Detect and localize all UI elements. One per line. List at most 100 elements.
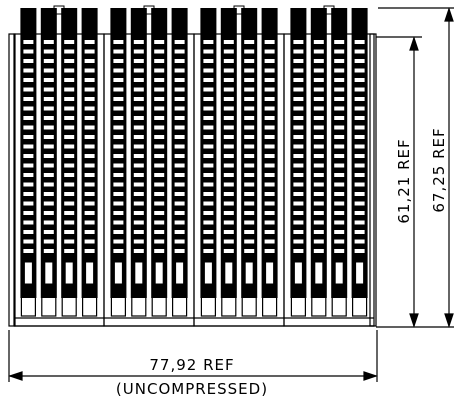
contact-rung xyxy=(154,125,165,130)
contact-rung xyxy=(334,220,345,225)
contact-rung xyxy=(334,78,345,82)
contact-rung xyxy=(293,173,304,177)
contact-rung xyxy=(354,106,365,111)
contact-rung xyxy=(203,239,214,244)
contact-rung xyxy=(334,116,345,120)
contact-rung xyxy=(23,220,34,225)
contact-rung xyxy=(43,144,54,149)
contact-rung xyxy=(43,163,54,168)
contact-rung xyxy=(113,182,124,187)
contact-rung xyxy=(174,68,185,73)
contact-rung xyxy=(133,125,144,130)
contact-rung xyxy=(354,173,365,177)
contact-rung xyxy=(113,40,124,44)
contact-rung xyxy=(23,135,34,139)
contact-rung xyxy=(223,239,234,244)
contact-rung xyxy=(174,201,185,206)
contact-rung xyxy=(113,135,124,139)
contact-rung xyxy=(203,211,214,215)
contact-pin xyxy=(262,293,278,317)
contact-rung xyxy=(84,239,95,244)
contact-rung xyxy=(313,182,324,187)
outer-height-label: 67,25 REF xyxy=(430,127,448,212)
contact-rung xyxy=(64,182,75,187)
contact-slot xyxy=(203,261,213,285)
contact-rung xyxy=(43,182,54,187)
contact-rung xyxy=(43,211,54,215)
contact-rung xyxy=(133,163,144,168)
contact-rung xyxy=(264,144,275,149)
contact-rung xyxy=(133,97,144,101)
contact-slot xyxy=(85,261,95,285)
width-dimension-label: 77,92 REF xyxy=(149,356,234,374)
contact-rung xyxy=(23,173,34,177)
contact-rung xyxy=(264,211,275,215)
contact-pin xyxy=(61,293,77,317)
contact-rung xyxy=(313,40,324,44)
contact-rung xyxy=(113,97,124,101)
contact-slot xyxy=(64,261,74,285)
contact-slot xyxy=(265,261,275,285)
contact-rung xyxy=(113,230,124,234)
contact-rung xyxy=(23,59,34,63)
contact-rung xyxy=(223,59,234,63)
contact-rung xyxy=(264,125,275,130)
contact-rung xyxy=(174,78,185,82)
contact-rung xyxy=(244,220,255,225)
contact-rung xyxy=(293,87,304,92)
contact-rung xyxy=(223,40,234,44)
contact-rung xyxy=(223,163,234,168)
contact-rung xyxy=(223,68,234,73)
contact-rung xyxy=(64,135,75,139)
contact-rung xyxy=(84,230,95,234)
housing-wall-left xyxy=(8,33,16,327)
contact-rung xyxy=(43,230,54,234)
contact-rung xyxy=(84,201,95,206)
contact-rung xyxy=(264,40,275,44)
contact-rung xyxy=(264,68,275,73)
contact-rung xyxy=(23,182,34,187)
contact-pin xyxy=(41,293,57,317)
contact-rung xyxy=(113,59,124,63)
contact-rung xyxy=(133,192,144,196)
contact-rung xyxy=(23,144,34,149)
inner-height-label: 61,21 REF xyxy=(395,138,413,223)
contact-rung xyxy=(174,97,185,101)
module-latch xyxy=(143,5,155,15)
contact-rung xyxy=(293,125,304,130)
contact-rung xyxy=(64,97,75,101)
contact-rung xyxy=(264,173,275,177)
contact-rung xyxy=(223,144,234,149)
contact-rung xyxy=(264,87,275,92)
contact-rung xyxy=(223,106,234,111)
contact-rung xyxy=(293,135,304,139)
contact-rung xyxy=(354,211,365,215)
contact-rung xyxy=(64,144,75,149)
contact-rung xyxy=(223,249,234,253)
contact-rung xyxy=(293,239,304,244)
contact-rung xyxy=(334,59,345,63)
contact-rung xyxy=(84,211,95,215)
contact-rung xyxy=(64,154,75,158)
contact-rung xyxy=(43,97,54,101)
contact-rung xyxy=(203,182,214,187)
contact-rung xyxy=(64,68,75,73)
contact-rung xyxy=(43,192,54,196)
contact-rung xyxy=(23,239,34,244)
contact-rung xyxy=(354,182,365,187)
contact-rung xyxy=(23,154,34,158)
contact-rung xyxy=(264,182,275,187)
contact-rung xyxy=(203,163,214,168)
contact-pin xyxy=(290,293,306,317)
contact-rung xyxy=(313,230,324,234)
contact-rung xyxy=(203,106,214,111)
contact-rung xyxy=(23,87,34,92)
module-latch xyxy=(53,5,65,15)
contact-rung xyxy=(244,116,255,120)
contact-rung xyxy=(354,97,365,101)
contact-rung xyxy=(313,87,324,92)
contact-rung xyxy=(244,40,255,44)
contact-rung xyxy=(293,59,304,63)
contact-rung xyxy=(23,163,34,168)
contact-rung xyxy=(113,211,124,215)
